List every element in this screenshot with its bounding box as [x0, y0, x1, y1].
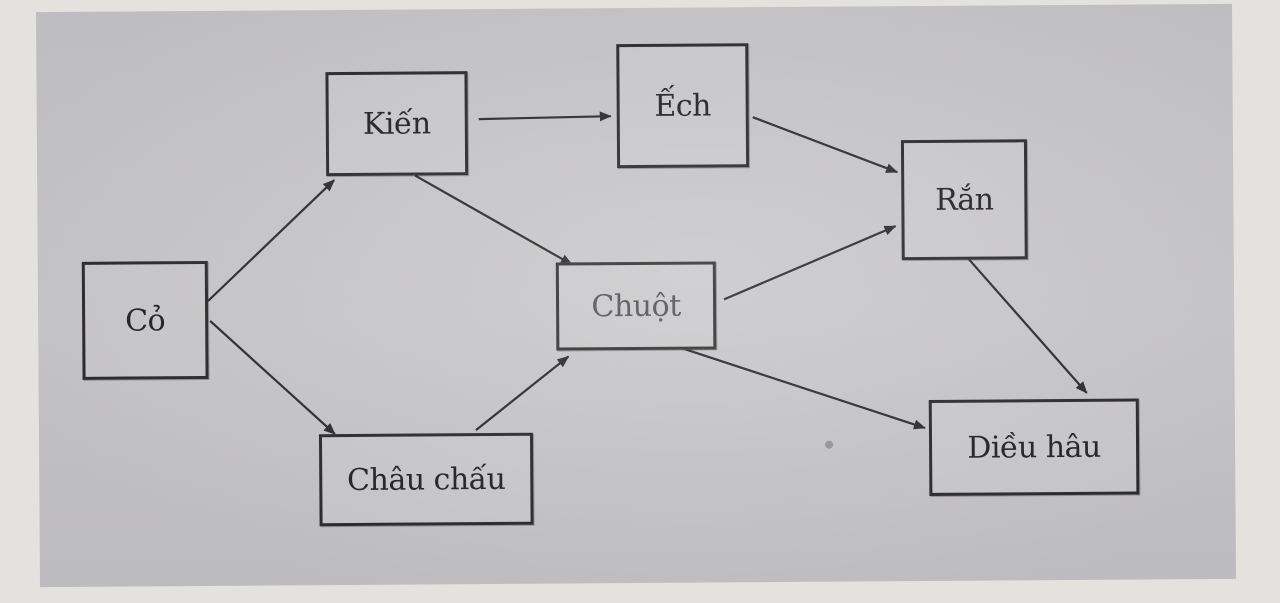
diagram-canvas: Cỏ Kiến Ếch Rắn Chuột Châu chấu Diều hâu — [36, 3, 1236, 588]
node-chau-chau-label: Châu chấu — [346, 461, 506, 498]
arrow-ech-to-ran — [752, 116, 899, 174]
node-dieu-hau: Diều hâu — [928, 398, 1140, 496]
node-co: Cỏ — [81, 260, 209, 380]
node-ech-label: Ếch — [654, 87, 712, 124]
arrow-chau-chau-to-chuot — [475, 355, 570, 431]
arrow-co-to-kien — [207, 179, 335, 302]
arrow-chuot-to-dieu-hau — [680, 346, 926, 430]
arrow-ran-to-dieu-hau — [964, 254, 1088, 394]
node-ran-label: Rắn — [935, 182, 994, 218]
node-dieu-hau-label: Diều hâu — [967, 429, 1101, 466]
node-kien-label: Kiến — [362, 105, 431, 142]
arrow-kien-to-chuot — [414, 174, 573, 266]
node-chuot: Chuột — [555, 261, 717, 351]
food-web-arrows — [207, 111, 1088, 435]
node-chuot-label: Chuột — [591, 288, 681, 324]
arrow-co-to-chau-chau — [209, 320, 336, 435]
node-ech: Ếch — [616, 43, 750, 169]
node-co-label: Cỏ — [125, 302, 166, 339]
speck — [825, 440, 834, 449]
node-chau-chau: Châu chấu — [318, 432, 534, 527]
node-ran: Rắn — [900, 139, 1028, 261]
node-kien: Kiến — [325, 71, 469, 177]
arrow-kien-to-ech — [478, 111, 612, 122]
arrow-chuot-to-ran — [723, 225, 897, 301]
